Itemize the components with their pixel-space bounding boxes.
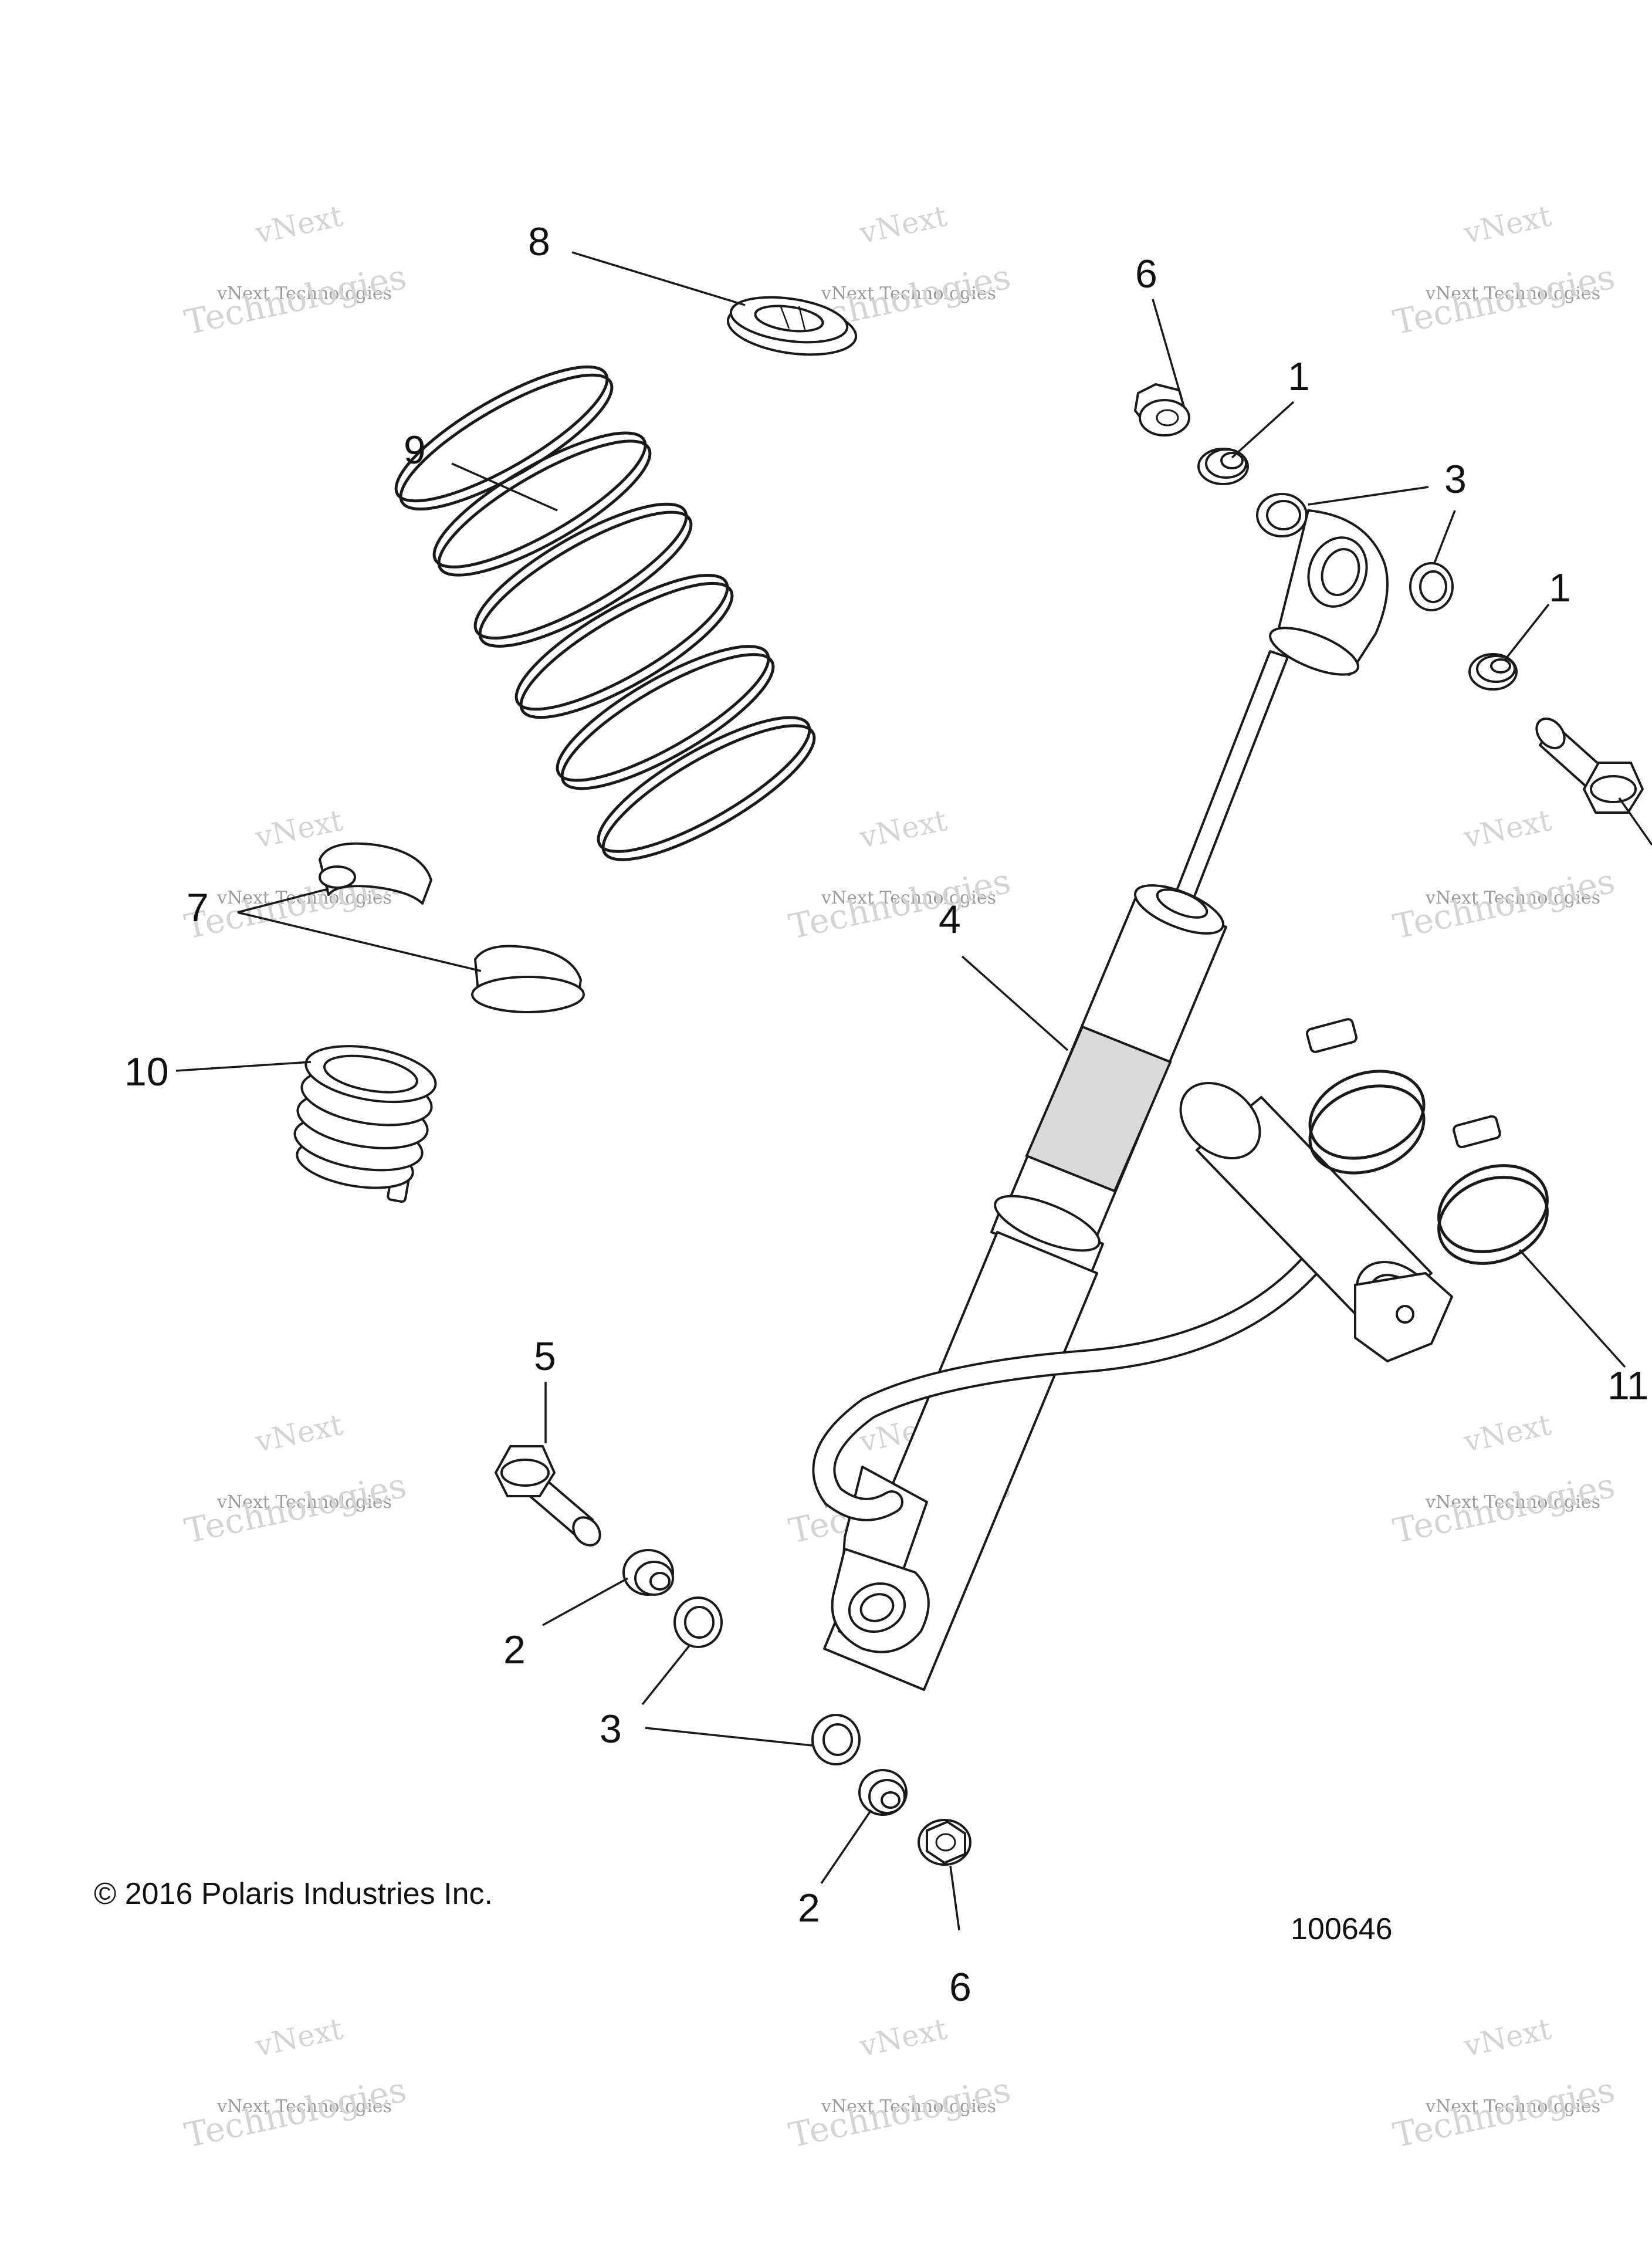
part-spring-retainer — [726, 296, 858, 356]
part-jounce-bumper — [293, 1045, 437, 1203]
part-reservoir — [1179, 1081, 1453, 1362]
part-washer-lower-b — [811, 1714, 861, 1765]
part-bolt-lower — [495, 1445, 601, 1547]
part-bushing-lower-a — [622, 1549, 674, 1596]
svg-text:vNext Technologies: vNext Technologies — [216, 888, 392, 908]
watermark: vNext vNext Technologies Technologies — [786, 803, 1014, 947]
svg-text:vNext: vNext — [1460, 199, 1554, 251]
watermark: vNext vNext Technologies Technologies — [1390, 2012, 1619, 2156]
part-reservoir-hose — [812, 1256, 1320, 1521]
callout-2-upper: 2 — [503, 1628, 526, 1672]
part-hose-clamp-upper — [1305, 1018, 1426, 1175]
svg-text:Technologies: Technologies — [181, 2069, 410, 2155]
svg-text:vNext Technologies: vNext Technologies — [216, 1492, 392, 1513]
part-nut-top — [1134, 383, 1190, 437]
svg-text:vNext: vNext — [252, 199, 346, 251]
figure-number: 100646 — [1291, 1912, 1393, 1946]
svg-text:vNext Technologies: vNext Technologies — [821, 283, 996, 304]
svg-text:vNext Technologies: vNext Technologies — [1425, 1492, 1600, 1513]
svg-text:Technologies: Technologies — [786, 861, 1014, 946]
svg-text:vNext: vNext — [856, 199, 950, 251]
svg-text:Technologies: Technologies — [1390, 256, 1619, 342]
part-washer-top — [1256, 493, 1308, 537]
part-bushing-lower-b — [858, 1769, 908, 1816]
copyright-notice: © 2016 Polaris Industries Inc. — [94, 1877, 493, 1911]
watermark: vNext vNext Technologies Technologies — [1390, 803, 1619, 947]
callout-3-top: 3 — [1444, 457, 1467, 502]
svg-text:vNext: vNext — [252, 2012, 346, 2063]
svg-text:vNext Technologies: vNext Technologies — [1425, 888, 1600, 908]
part-washer-right — [1409, 562, 1454, 611]
svg-text:Technologies: Technologies — [1390, 861, 1619, 946]
svg-text:vNext Technologies: vNext Technologies — [1425, 283, 1600, 304]
watermark: vNext vNext Technologies Technologies — [786, 2012, 1014, 2156]
watermark: vNext vNext Technologies Technologies — [1390, 1408, 1619, 1551]
part-bushing-top — [1197, 448, 1249, 485]
callout-1-top: 1 — [1288, 354, 1310, 399]
callout-1-right: 1 — [1549, 566, 1571, 610]
leader-lines — [175, 251, 1652, 1931]
svg-text:vNext: vNext — [1460, 803, 1554, 855]
callout-6-bottom: 6 — [949, 1965, 971, 2010]
svg-text:vNext Technologies: vNext Technologies — [216, 2096, 392, 2117]
svg-text:vNext Technologies: vNext Technologies — [1425, 2096, 1600, 2117]
part-coil-spring — [394, 365, 816, 861]
svg-text:vNext: vNext — [1460, 1408, 1554, 1459]
callout-2-lower: 2 — [798, 1886, 820, 1930]
part-nut-bottom — [918, 1819, 971, 1866]
svg-text:vNext: vNext — [856, 803, 950, 855]
svg-text:vNext: vNext — [856, 2012, 950, 2063]
callout-8: 8 — [528, 219, 550, 264]
svg-text:Technologies: Technologies — [1390, 2069, 1619, 2155]
svg-text:vNext Technologies: vNext Technologies — [821, 2096, 996, 2117]
svg-text:vNext: vNext — [252, 1408, 346, 1459]
watermark: vNext vNext Technologies Technologies — [1390, 199, 1619, 343]
callout-6-top: 6 — [1135, 252, 1157, 296]
callout-5: 5 — [534, 1334, 556, 1379]
watermark: vNext vNext Technologies Technologies — [181, 1408, 410, 1551]
svg-text:vNext Technologies: vNext Technologies — [216, 283, 392, 304]
svg-text:vNext Technologies: vNext Technologies — [821, 888, 996, 908]
part-hose-clamp-lower — [1437, 1115, 1549, 1265]
svg-text:Technologies: Technologies — [181, 256, 410, 342]
svg-text:vNext: vNext — [1460, 2012, 1554, 2063]
callout-4: 4 — [939, 897, 961, 942]
watermark: vNext vNext Technologies Technologies — [181, 2012, 410, 2156]
svg-text:Technologies: Technologies — [181, 1465, 410, 1551]
callout-7: 7 — [187, 885, 209, 930]
svg-text:Technologies: Technologies — [786, 2069, 1014, 2155]
svg-text:Technologies: Technologies — [1390, 1465, 1619, 1551]
part-bushing-right — [1468, 653, 1518, 691]
callouts: 8 9 7 10 6 1 3 1 4 11 5 2 3 2 6 — [124, 219, 1649, 2010]
part-spring-bumper-lower — [471, 945, 585, 1013]
part-bolt-upper — [1535, 717, 1644, 814]
callout-10: 10 — [124, 1050, 169, 1094]
callout-11: 11 — [1607, 1364, 1649, 1408]
watermark: vNext vNext Technologies Technologies — [181, 199, 410, 343]
part-washer-lower-a — [673, 1596, 723, 1648]
part-spring-bumper-upper — [319, 842, 432, 905]
callout-9: 9 — [404, 428, 426, 472]
part-shock-absorber — [823, 509, 1389, 1691]
callout-3-lower: 3 — [600, 1707, 622, 1751]
